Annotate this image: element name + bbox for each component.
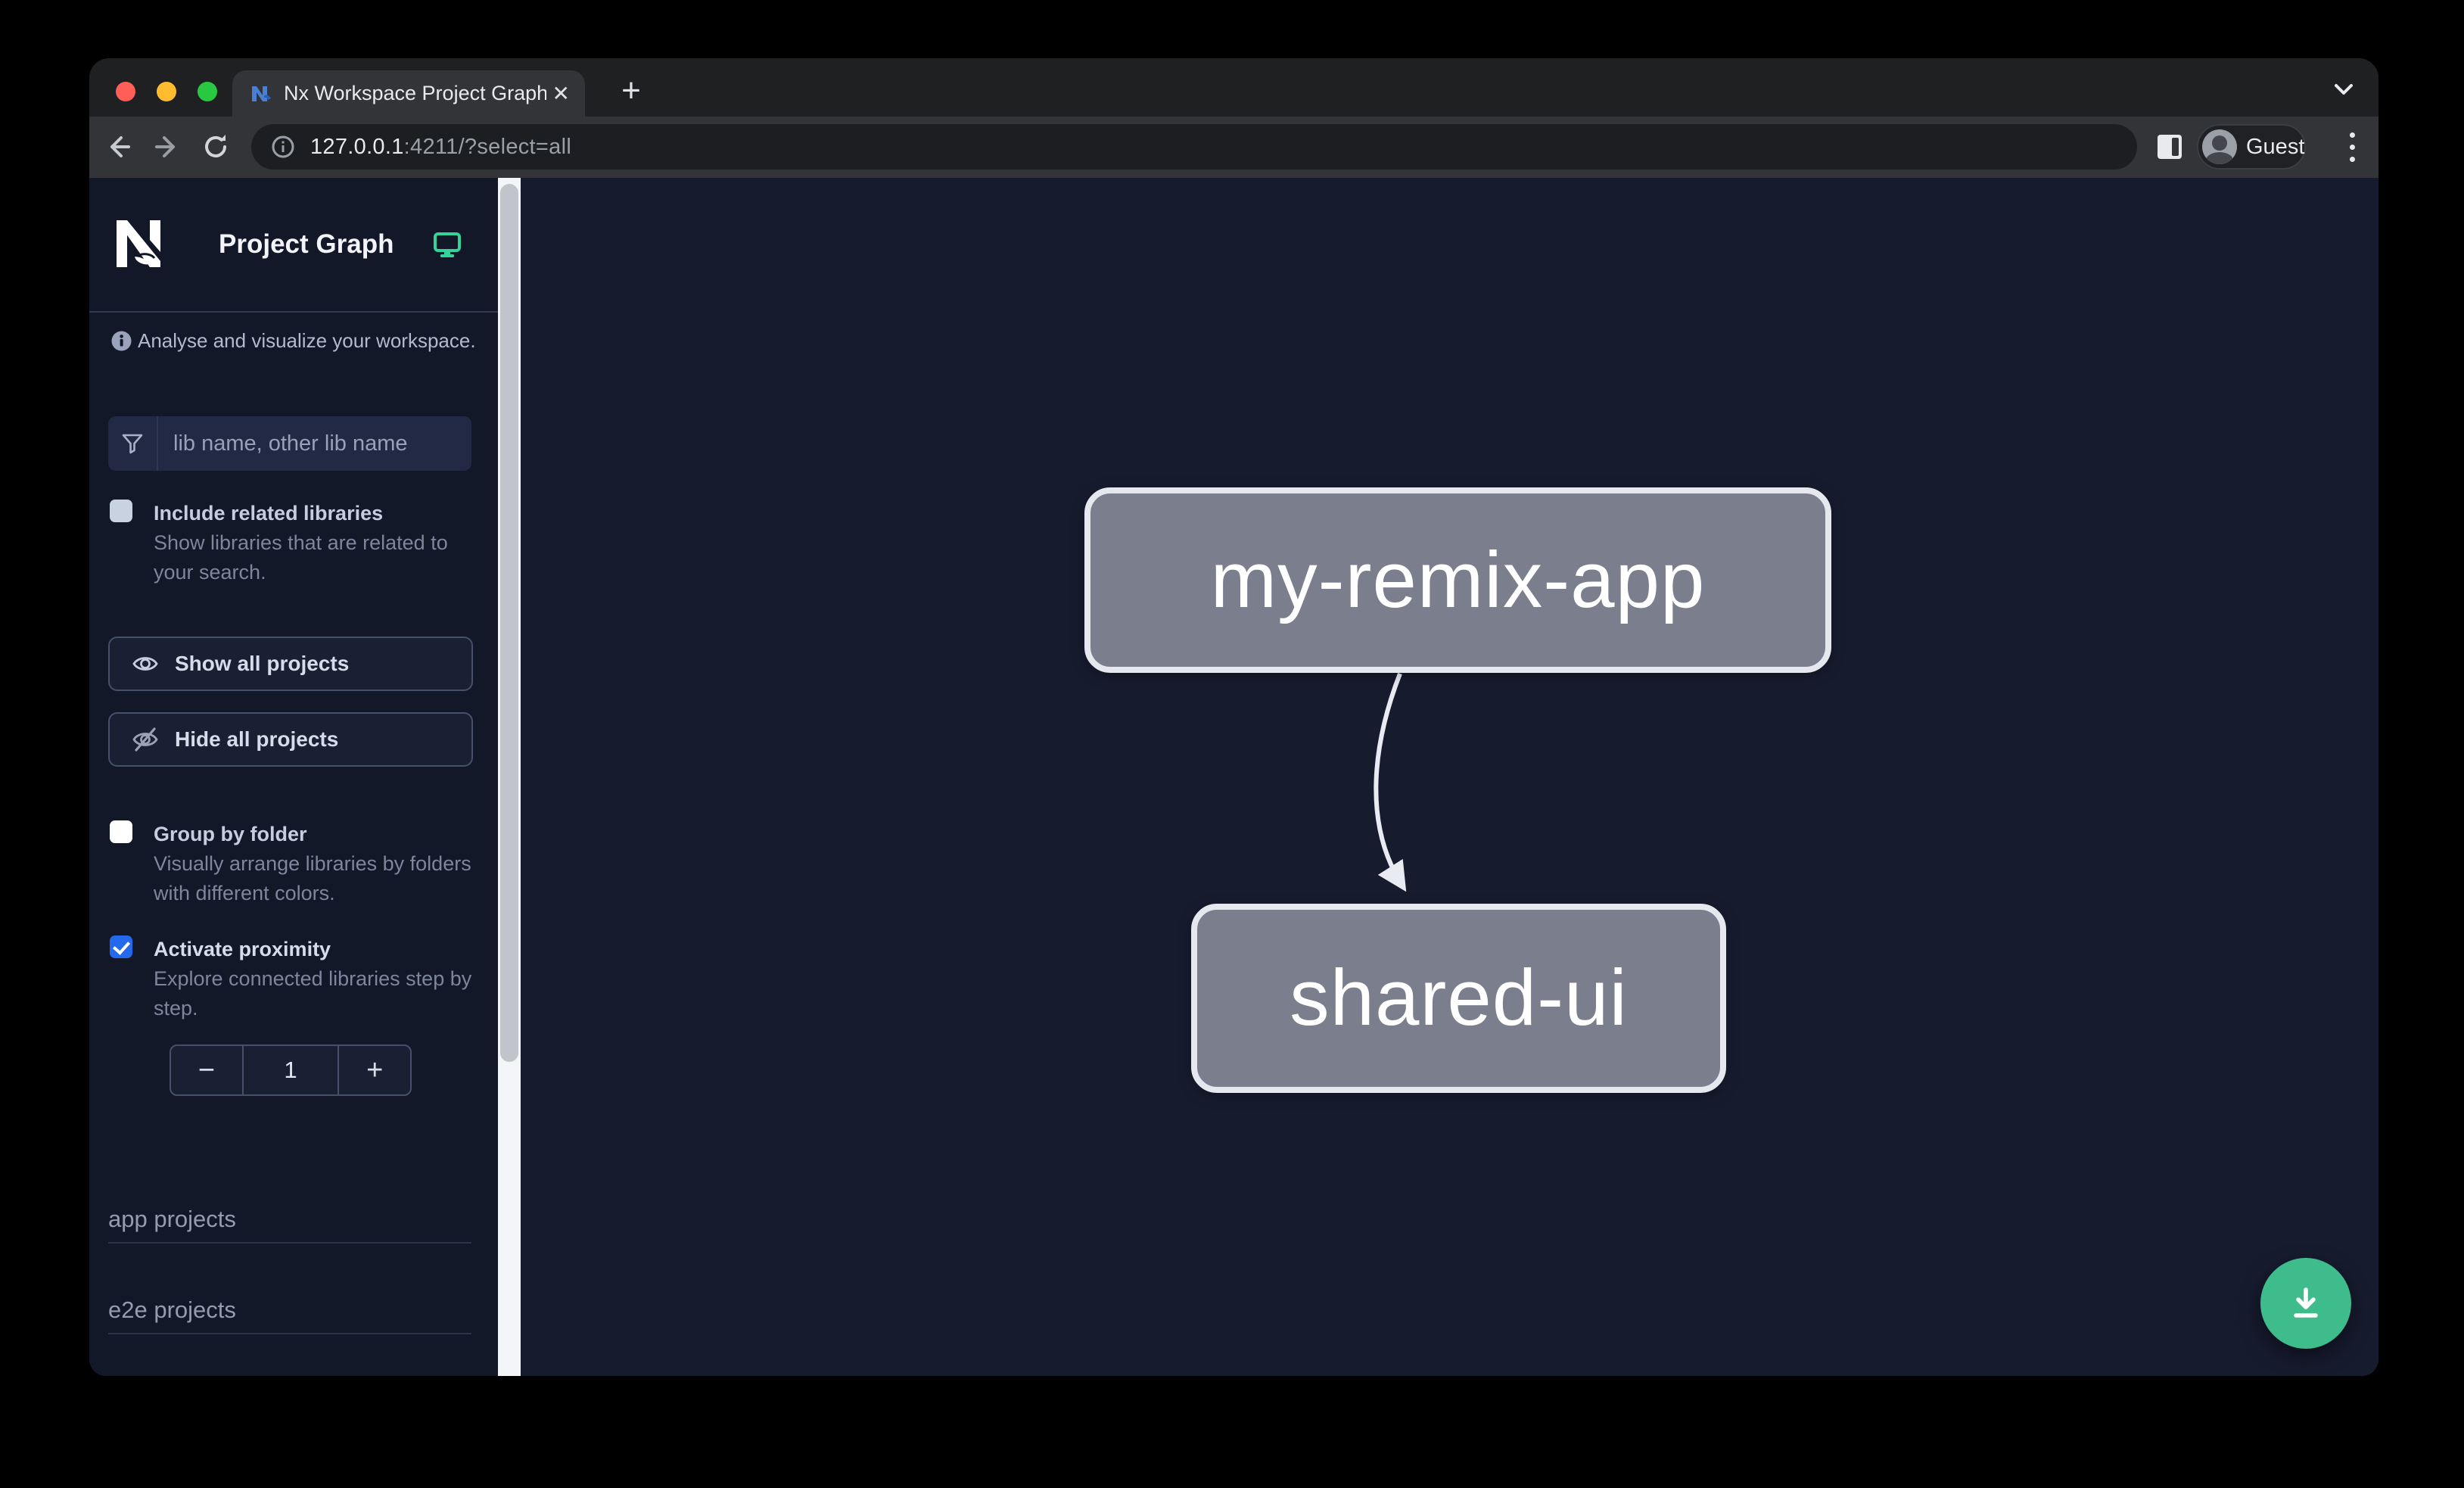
profile-name: Guest bbox=[2246, 134, 2305, 159]
download-icon bbox=[2294, 1287, 2318, 1318]
tab-strip: Nx Workspace Project Graph ✕ + bbox=[89, 58, 2378, 117]
hide-all-projects-label: Hide all projects bbox=[175, 727, 339, 751]
graph-node-my-remix-app[interactable]: my-remix-app bbox=[1084, 487, 1831, 673]
tab-close-icon[interactable]: ✕ bbox=[552, 81, 570, 105]
filter-input-group bbox=[108, 416, 471, 471]
activate-proximity-checkbox[interactable] bbox=[110, 935, 132, 958]
node-label: shared-ui bbox=[1290, 954, 1628, 1042]
forward-arrow-icon bbox=[155, 136, 175, 157]
kebab-dot bbox=[2349, 132, 2355, 138]
site-info-icon[interactable] bbox=[271, 135, 295, 159]
show-all-projects-button[interactable]: Show all projects bbox=[108, 637, 473, 691]
reload-button[interactable] bbox=[199, 130, 232, 163]
include-related-checkbox[interactable] bbox=[110, 500, 132, 522]
reload-icon bbox=[205, 135, 226, 157]
divider bbox=[108, 1242, 471, 1244]
side-panel-button[interactable] bbox=[2153, 130, 2186, 163]
traffic-light-minimize-icon[interactable] bbox=[157, 82, 176, 101]
eye-off-icon bbox=[132, 727, 158, 752]
divider bbox=[108, 1333, 471, 1334]
browser-tab[interactable]: Nx Workspace Project Graph ✕ bbox=[232, 70, 585, 117]
group-by-folder-description: Visually arrange libraries by folders wi… bbox=[154, 852, 471, 904]
back-arrow-icon bbox=[110, 136, 130, 157]
eye-icon bbox=[132, 657, 158, 671]
monitor-icon[interactable] bbox=[434, 232, 461, 258]
dependency-edge-layer bbox=[1374, 672, 1407, 892]
stepper-increment-button[interactable]: + bbox=[366, 1054, 384, 1086]
group-by-folder-label: Group by folder bbox=[154, 823, 307, 845]
divider bbox=[89, 311, 498, 313]
browser-window: Nx Workspace Project Graph ✕ + bbox=[89, 58, 2378, 1376]
stepper-decrement-button[interactable]: − bbox=[198, 1054, 215, 1086]
traffic-light-zoom-icon[interactable] bbox=[198, 82, 217, 101]
url-text: 127.0.0.1:4211/?select=all bbox=[310, 135, 571, 160]
include-related-label: Include related libraries bbox=[154, 502, 384, 525]
back-button[interactable] bbox=[101, 130, 135, 163]
proximity-stepper: − 1 + bbox=[170, 1044, 412, 1096]
download-graph-button[interactable] bbox=[2260, 1258, 2351, 1349]
browser-toolbar: 127.0.0.1:4211/?select=all Guest bbox=[89, 117, 2378, 178]
tab-title: Nx Workspace Project Graph bbox=[284, 82, 546, 104]
avatar bbox=[2202, 129, 2237, 164]
node-label: my-remix-app bbox=[1210, 535, 1706, 624]
url-bar[interactable]: 127.0.0.1:4211/?select=all bbox=[251, 124, 2137, 170]
side-panel-icon bbox=[2158, 135, 2182, 159]
page-content: Project Graph Analyse and visualize your… bbox=[89, 178, 2378, 1376]
chevron-down-icon[interactable] bbox=[2330, 78, 2357, 101]
forward-button[interactable] bbox=[151, 130, 184, 163]
browser-menu-button[interactable] bbox=[2334, 129, 2370, 165]
nx-favicon-icon bbox=[252, 86, 271, 101]
tagline: Analyse and visualize your workspace. bbox=[138, 329, 476, 352]
section-app-projects[interactable]: app projects bbox=[108, 1206, 236, 1232]
dependency-edge[interactable] bbox=[1374, 672, 1407, 892]
sidebar-scrollbar[interactable] bbox=[498, 178, 521, 1376]
hide-all-projects-button[interactable]: Hide all projects bbox=[108, 712, 473, 767]
url-host: 127.0.0.1 bbox=[310, 134, 404, 159]
url-path: :4211/?select=all bbox=[403, 134, 572, 159]
filter-funnel-icon bbox=[108, 416, 158, 471]
kebab-dot bbox=[2349, 156, 2355, 162]
show-all-projects-label: Show all projects bbox=[175, 652, 350, 675]
traffic-light-close-icon[interactable] bbox=[116, 82, 135, 101]
filter-input[interactable] bbox=[158, 431, 471, 456]
graph-node-shared-ui[interactable]: shared-ui bbox=[1191, 904, 1726, 1093]
new-tab-button[interactable]: + bbox=[621, 72, 641, 109]
nx-logo-icon bbox=[117, 220, 160, 267]
group-by-folder-checkbox[interactable] bbox=[110, 820, 132, 843]
kebab-dot bbox=[2349, 144, 2355, 150]
sidebar: Project Graph Analyse and visualize your… bbox=[89, 178, 498, 1376]
activate-proximity-label: Activate proximity bbox=[154, 938, 331, 960]
page-title: Project Graph bbox=[219, 229, 394, 259]
stepper-value: 1 bbox=[241, 1046, 340, 1094]
activate-proximity-description: Explore connected libraries step by step… bbox=[154, 967, 472, 1019]
info-icon bbox=[111, 331, 132, 351]
include-related-description: Show libraries that are related to your … bbox=[154, 531, 448, 584]
scrollbar-thumb[interactable] bbox=[500, 184, 518, 1062]
section-e2e-projects[interactable]: e2e projects bbox=[108, 1297, 236, 1323]
profile-chip[interactable]: Guest bbox=[2197, 124, 2306, 170]
project-graph-canvas[interactable]: my-remix-app shared-ui bbox=[521, 178, 2378, 1376]
